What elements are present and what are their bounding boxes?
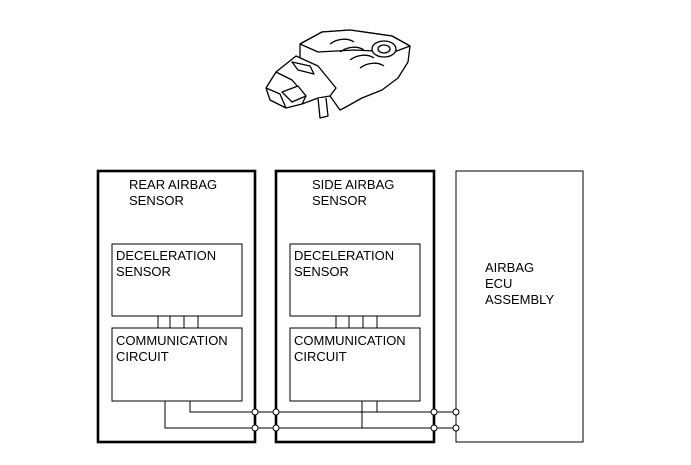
ecu-label-line2: ECU <box>485 276 512 291</box>
rear-decel-label-line1: DECELERATION <box>116 248 216 263</box>
side-internal-links <box>335 316 378 328</box>
communication-bus-wiring <box>164 401 456 429</box>
side-comm-label-line2: CIRCUIT <box>294 349 347 364</box>
rear-communication-circuit-box <box>111 327 243 402</box>
side-sensor-title-line2: SENSOR <box>312 193 367 208</box>
side-decel-label-line2: SENSOR <box>294 264 349 279</box>
rear-sensor-title-line2: SENSOR <box>129 193 184 208</box>
rear-deceleration-sensor-box <box>111 243 243 317</box>
rear-comm-label-line1: COMMUNICATION <box>116 333 228 348</box>
rear-internal-links <box>157 316 199 328</box>
side-decel-label-line1: DECELERATION <box>294 248 394 263</box>
side-deceleration-sensor-box <box>289 243 421 317</box>
rear-sensor-title-line1: REAR AIRBAG <box>129 177 217 192</box>
rear-comm-label-line2: CIRCUIT <box>116 349 169 364</box>
ecu-label-line1: AIRBAG <box>485 260 534 275</box>
side-communication-circuit-box <box>289 327 421 402</box>
side-sensor-title-line1: SIDE AIRBAG <box>312 177 394 192</box>
connector-terminals <box>251 408 460 432</box>
ecu-label-line3: ASSEMBLY <box>485 292 554 307</box>
rear-airbag-sensor-module: REAR AIRBAG SENSOR DECELERATION SENSOR C… <box>96 169 257 444</box>
airbag-ecu-assembly: AIRBAG ECU ASSEMBLY <box>455 170 584 443</box>
rear-decel-label-line2: SENSOR <box>116 264 171 279</box>
side-airbag-sensor-module: SIDE AIRBAG SENSOR DECELERATION SENSOR C… <box>274 169 436 444</box>
airbag-sensor-connector-icon <box>265 29 411 119</box>
side-comm-label-line1: COMMUNICATION <box>294 333 406 348</box>
